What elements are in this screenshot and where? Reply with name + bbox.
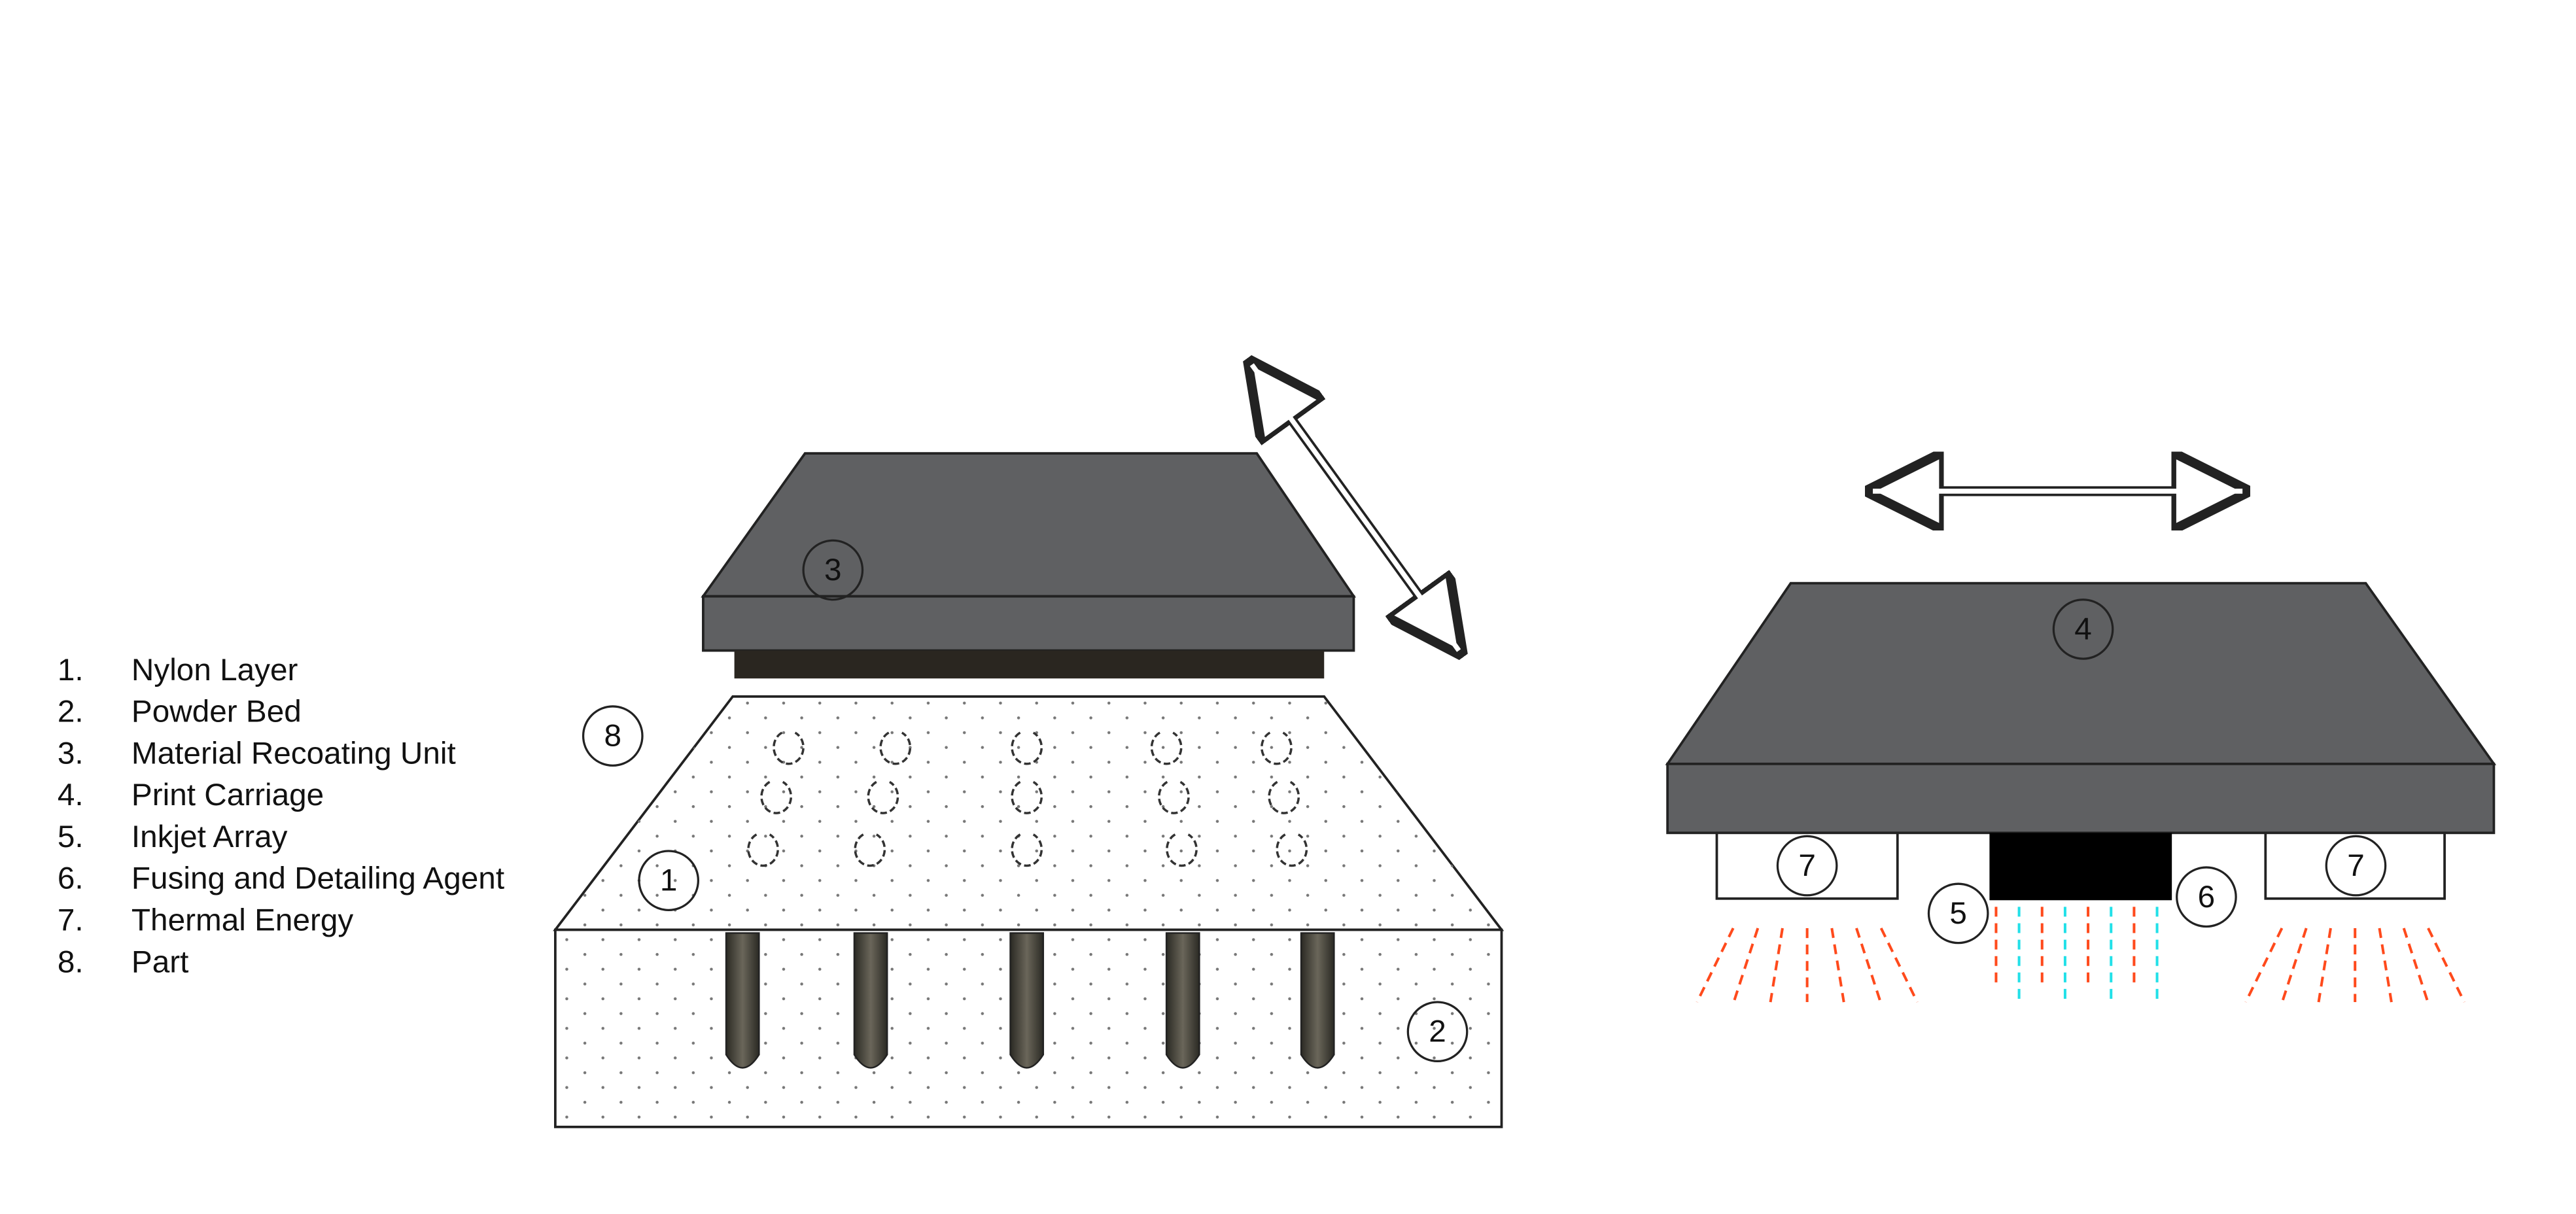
- material-recoating-unit: [701, 452, 1357, 679]
- legend-label: Powder Bed: [131, 695, 302, 729]
- thermal-energy-ray: [1830, 928, 1845, 1003]
- legend-number: 4.: [58, 778, 84, 812]
- svg-text:1: 1: [660, 863, 678, 898]
- svg-text:8: 8: [604, 719, 622, 754]
- legend-number: 6.: [58, 861, 84, 896]
- legend-number: 3.: [58, 736, 84, 771]
- legend-item: 8. Part: [58, 945, 189, 979]
- callout-1: 1: [638, 850, 700, 912]
- legend-item: 7. Thermal Energy: [58, 903, 354, 938]
- swirl-mark: [1011, 833, 1043, 867]
- swirl-mark: [1166, 833, 1198, 867]
- legend-label: Material Recoating Unit: [131, 736, 456, 771]
- swirl-mark: [760, 780, 793, 814]
- energy-and-agent-rays: [1696, 907, 2466, 1003]
- printed-part-column: [853, 932, 888, 1069]
- thermal-energy-ray: [1696, 928, 1735, 1003]
- swirl-mark: [1276, 833, 1308, 867]
- printed-part-column: [1009, 932, 1045, 1069]
- svg-text:2: 2: [1429, 1015, 1446, 1049]
- legend-label: Thermal Energy: [131, 903, 353, 938]
- swirl-mark: [867, 780, 899, 814]
- thermal-energy-ray: [2317, 928, 2332, 1003]
- svg-text:7: 7: [2347, 848, 2365, 883]
- printed-part-column: [1165, 932, 1200, 1069]
- printed-parts: [725, 932, 1335, 1069]
- callout-5: 5: [1927, 882, 1989, 945]
- callout-4: 4: [2052, 598, 2114, 660]
- legend-number: 7.: [58, 903, 84, 938]
- callout-8: 8: [582, 705, 644, 767]
- swirl-mark: [1261, 731, 1293, 765]
- legend-item: 3. Material Recoating Unit: [58, 736, 456, 771]
- thermal-energy-ray: [2427, 928, 2466, 1003]
- callout-7-left: 7: [1776, 835, 1838, 897]
- legend: 1. Nylon Layer 2. Powder Bed 3. Material Reco…: [58, 653, 504, 980]
- callout-3: 3: [802, 539, 864, 601]
- legend-number: 2.: [58, 695, 84, 729]
- thermal-energy-ray: [2280, 928, 2308, 1003]
- swirl-mark: [1150, 731, 1183, 765]
- thermal-energy-ray: [2244, 928, 2284, 1003]
- svg-text:5: 5: [1949, 896, 1967, 931]
- legend-item: 4. Print Carriage: [58, 778, 324, 812]
- swirl-mark: [1011, 780, 1043, 814]
- callout-6: 6: [2176, 866, 2237, 928]
- legend-label: Fusing and Detailing Agent: [131, 861, 504, 896]
- swirl-mark: [854, 833, 886, 867]
- legend-number: 5.: [58, 820, 84, 854]
- swirl-mark: [1268, 780, 1300, 814]
- thermal-energy-ray: [1769, 928, 1784, 1003]
- callout-2: 2: [1406, 1001, 1469, 1063]
- inkjet-array: [1989, 833, 2172, 901]
- svg-text:6: 6: [2198, 880, 2216, 914]
- legend-label: Nylon Layer: [131, 653, 298, 687]
- legend-label: Inkjet Array: [131, 820, 288, 854]
- legend-item: 1. Nylon Layer: [58, 653, 298, 687]
- legend-number: 8.: [58, 945, 84, 979]
- callout-7-right: 7: [2325, 835, 2387, 897]
- thermal-energy-ray: [1855, 928, 1882, 1003]
- thermal-energy-ray: [2402, 928, 2429, 1003]
- swirl-mark: [879, 731, 912, 765]
- fused-swirls: [747, 731, 1308, 867]
- legend-label: Part: [131, 945, 189, 979]
- svg-text:7: 7: [1798, 848, 1816, 883]
- legend-item: 5. Inkjet Array: [58, 820, 288, 854]
- thermal-energy-ray: [1732, 928, 1760, 1003]
- thermal-energy-ray: [2378, 928, 2393, 1003]
- legend-item: 6. Fusing and Detailing Agent: [58, 861, 504, 896]
- legend-number: 1.: [58, 653, 84, 687]
- part-layer: [553, 695, 1505, 931]
- printed-part-column: [1300, 932, 1335, 1069]
- recoater-motion-arrow: [1252, 365, 1459, 651]
- print-carriage: [1665, 581, 2497, 901]
- powder-bed: [553, 928, 1503, 1128]
- swirl-mark: [1011, 731, 1043, 765]
- svg-text:4: 4: [2074, 612, 2092, 646]
- swirl-mark: [773, 731, 805, 765]
- printed-part-column: [725, 932, 760, 1069]
- swirl-mark: [747, 833, 779, 867]
- svg-text:3: 3: [824, 553, 842, 587]
- legend-label: Print Carriage: [131, 778, 324, 812]
- thermal-energy-ray: [1879, 928, 1919, 1003]
- swirl-mark: [1158, 780, 1190, 814]
- legend-item: 2. Powder Bed: [58, 695, 302, 729]
